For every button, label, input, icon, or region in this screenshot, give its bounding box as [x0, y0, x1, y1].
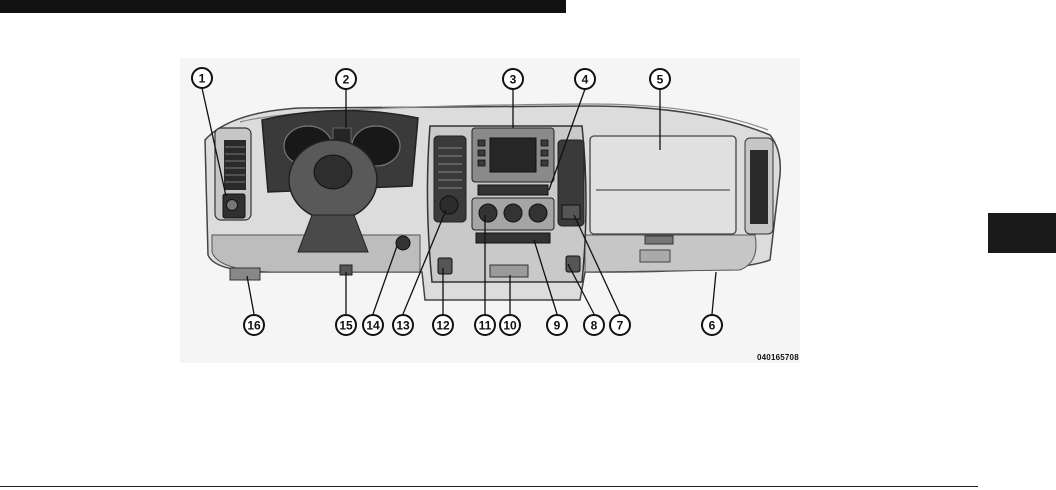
callout-label: 1: [199, 72, 206, 86]
callout-label: 12: [436, 319, 450, 333]
glove-box-handle: [645, 236, 673, 244]
climate-knob-right: [529, 204, 547, 222]
callout-label: 7: [617, 319, 624, 333]
callout-label: 13: [396, 319, 410, 333]
callout-label: 15: [339, 319, 353, 333]
callout-9: 9: [547, 315, 567, 335]
ignition-switch: [440, 196, 458, 214]
climate-knob-left: [479, 204, 497, 222]
tilt-lever: [396, 236, 410, 250]
passenger-storage: [640, 250, 670, 262]
callout-4: 4: [575, 69, 595, 89]
callout-label: 3: [510, 73, 517, 87]
callout-label: 4: [582, 73, 589, 87]
callout-label: 14: [366, 319, 380, 333]
callout-label: 11: [479, 319, 492, 333]
steering-hub: [314, 155, 352, 189]
callout-label: 2: [343, 73, 350, 87]
radio-screen: [490, 138, 536, 172]
figure-code: 040165708: [757, 353, 799, 362]
callout-10: 10: [500, 315, 520, 335]
heated-seat-switch: [562, 205, 580, 219]
callout-label: 9: [554, 319, 561, 333]
callout-label: 10: [503, 319, 517, 333]
climate-knob-center: [504, 204, 522, 222]
headlamp-knob: [227, 200, 238, 211]
callout-6: 6: [702, 315, 722, 335]
hazard-switch-row: [478, 185, 548, 195]
callout-5: 5: [650, 69, 670, 89]
callout-3: 3: [503, 69, 523, 89]
storage-bin: [490, 265, 528, 277]
callout-11: 11: [475, 315, 495, 335]
switch-bank: [476, 233, 550, 243]
callout-13: 13: [393, 315, 413, 335]
callout-14: 14: [363, 315, 383, 335]
hood-release: [230, 268, 260, 280]
callout-1: 1: [192, 68, 212, 88]
right-vent-grille: [750, 150, 768, 224]
callout-15: 15: [336, 315, 356, 335]
callout-8: 8: [584, 315, 604, 335]
callout-label: 5: [657, 73, 664, 87]
callout-label: 6: [709, 319, 716, 333]
callout-16: 16: [244, 315, 264, 335]
callout-label: 16: [247, 319, 261, 333]
callout-7: 7: [610, 315, 630, 335]
callout-2: 2: [336, 69, 356, 89]
callout-12: 12: [433, 315, 453, 335]
glove-box: [590, 136, 736, 234]
power-outlet: [438, 258, 452, 274]
callout-label: 8: [591, 319, 598, 333]
